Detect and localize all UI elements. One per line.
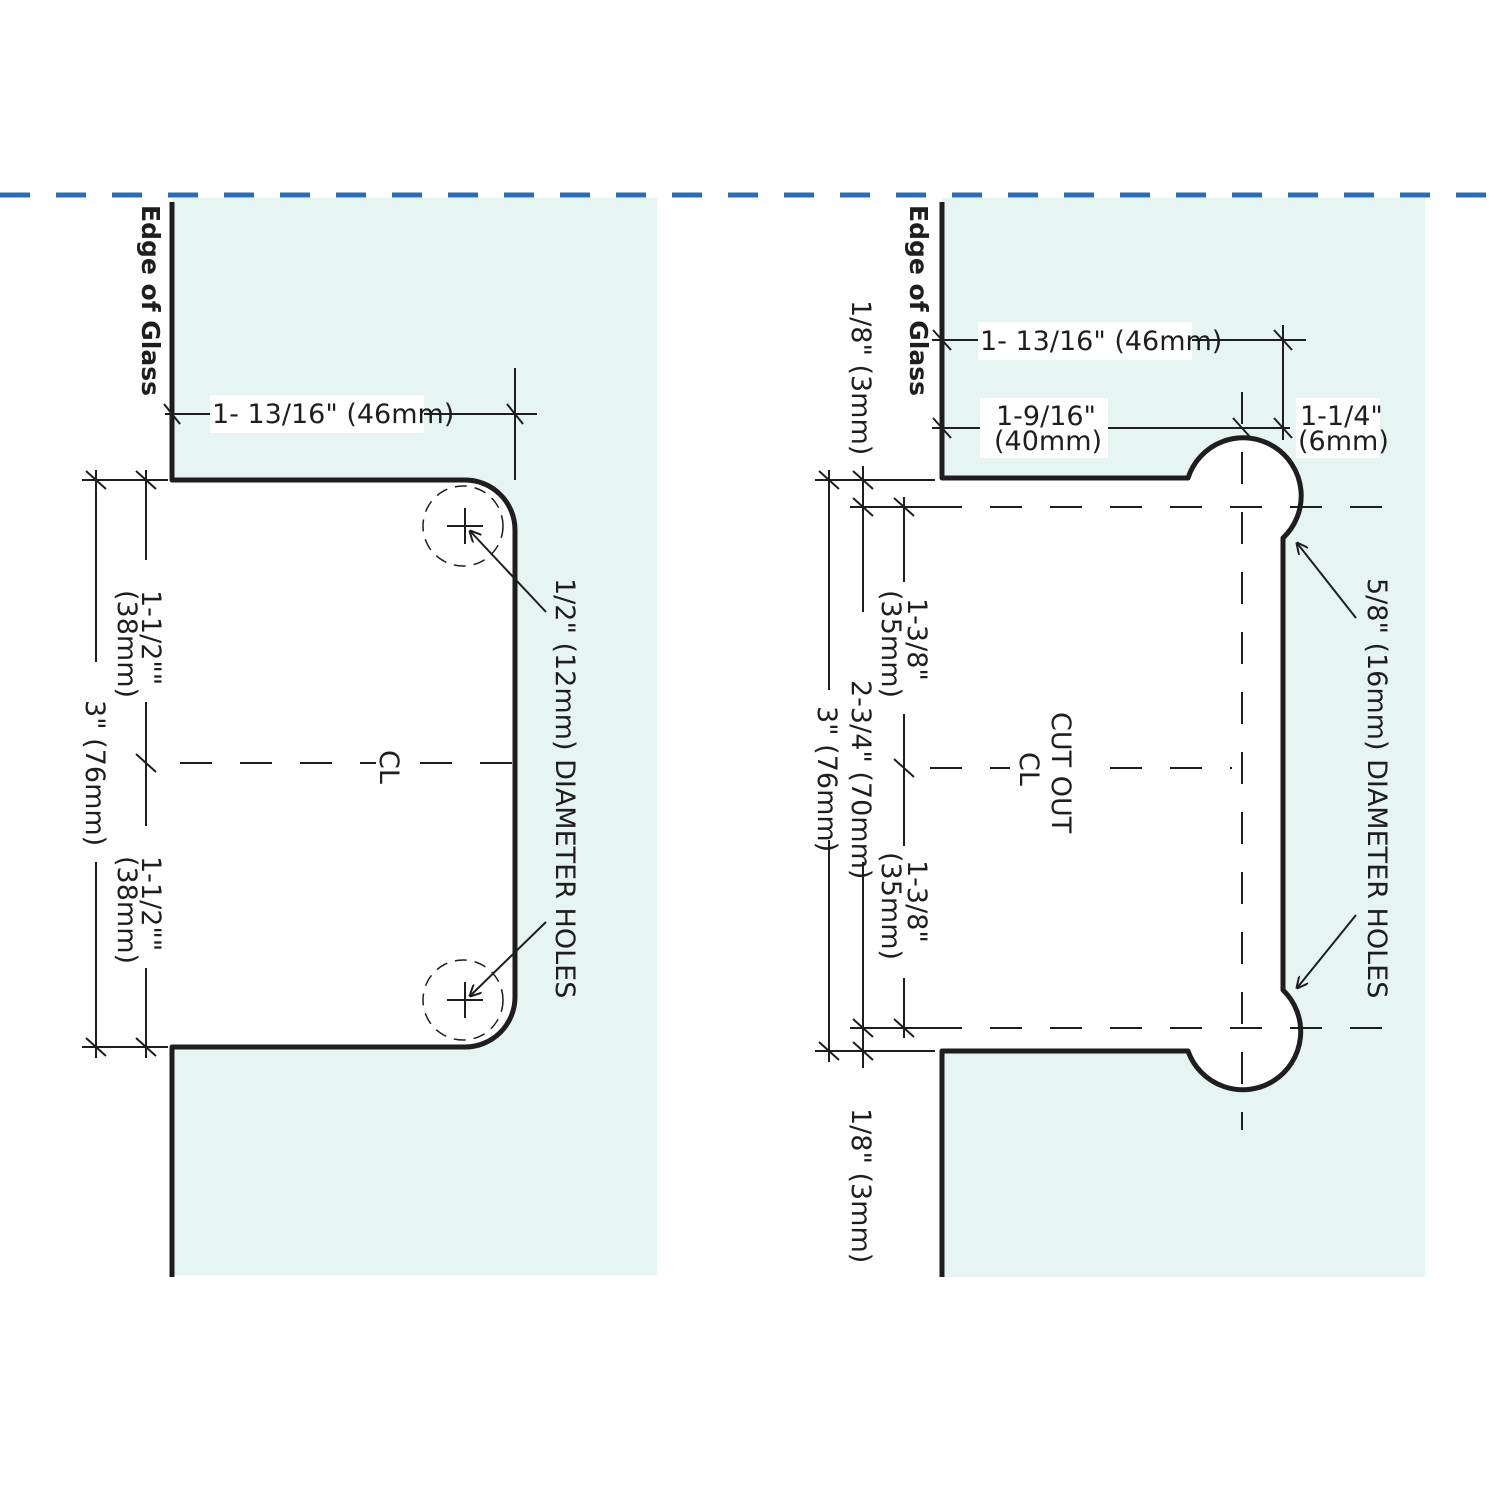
- left-lower-half-dim-imperial: 1-1/2"": [135, 856, 166, 951]
- right-lower-hole-leader: [1297, 914, 1357, 988]
- right-width-tick-right: [1273, 329, 1293, 351]
- right-inner-width-tick-right: [1273, 417, 1293, 439]
- left-half-tick-bottom: [135, 1037, 157, 1057]
- right-inner-total-dim-label: 2-3/4" (70mm): [845, 680, 876, 879]
- left-upper-hole-outline: [422, 485, 504, 567]
- right-lower-half-dim-metric: (35mm): [875, 852, 906, 960]
- right-lower-half-dim-imperial: 1-3/8": [901, 860, 932, 943]
- right-glass-edge-outline: [939, 202, 1304, 1277]
- right-inner-width-tick-left: [932, 417, 952, 439]
- right-half-tick-bottom: [893, 1018, 915, 1038]
- right-total-dim-label: 3" (76mm): [811, 706, 842, 852]
- right-total-tick-bottom: [818, 1041, 840, 1061]
- right-offset-dim-metric: (6mm): [1298, 426, 1389, 457]
- right-upper-half-dim-metric: (35mm): [875, 590, 906, 698]
- left-width-tick-right: [506, 403, 524, 425]
- left-detail: 1- 13/16" (46mm) 3" (76mm) 1-1/2"" (38mm…: [76, 198, 657, 1277]
- left-holes-callout: 1/2" (12mm) DIAMETER HOLES: [549, 578, 580, 998]
- right-edge-of-glass-label: Edge of Glass: [904, 205, 933, 396]
- left-half-tick-top: [135, 470, 157, 490]
- left-upper-half-dim-metric: (38mm): [111, 590, 142, 698]
- left-lower-hole-leader: [470, 921, 547, 996]
- right-detail: CUT OUT CL 1- 13/16" (46mm) 1-9/16" (40m…: [808, 198, 1425, 1277]
- left-centerline-label: CL: [373, 750, 404, 784]
- right-gap-tick-1: [852, 470, 874, 490]
- left-total-tick-bottom: [85, 1037, 107, 1057]
- left-width-dim-label: 1- 13/16" (46mm): [212, 399, 454, 430]
- left-half-tick-mid: [135, 753, 157, 773]
- left-total-dim-label: 3" (76mm): [79, 700, 110, 846]
- right-gap-tick-2: [852, 497, 874, 517]
- left-glass-edge-outline: [169, 202, 518, 1277]
- left-width-tick-left: [163, 403, 181, 425]
- right-half-tick-mid: [893, 758, 915, 778]
- right-glass-panel: [942, 198, 1425, 1277]
- left-upper-half-dim-imperial: 1-1/2"": [135, 590, 166, 685]
- left-lower-hole-outline: [422, 959, 504, 1041]
- right-upper-half-dim-imperial: 1-3/8": [901, 598, 932, 681]
- left-lower-half-dim-metric: (38mm): [111, 856, 142, 964]
- right-half-tick-top: [893, 497, 915, 517]
- right-gap-tick-4: [852, 1041, 874, 1061]
- right-width-dim-label: 1- 13/16" (46mm): [980, 326, 1222, 357]
- right-inner-width-dim-metric: (40mm): [994, 426, 1102, 457]
- left-glass-panel: [172, 198, 657, 1275]
- right-top-gap-dim-label: 1/8" (3mm): [845, 300, 876, 455]
- right-width-tick-left: [932, 329, 952, 351]
- right-gap-tick-3: [852, 1018, 874, 1038]
- right-inner-width-tick-mid: [1232, 417, 1252, 439]
- left-upper-hole-leader: [470, 531, 547, 613]
- right-holes-callout: 5/8" (16mm) DIAMETER HOLES: [1361, 578, 1392, 998]
- right-total-tick-top: [818, 470, 840, 490]
- right-upper-hole-leader: [1297, 543, 1357, 619]
- right-cutout-centerline-label: CL: [1013, 752, 1044, 786]
- right-inner-width-dim-imperial: 1-9/16": [996, 401, 1096, 432]
- right-offset-dim-imperial: 1-1/4": [1300, 401, 1383, 432]
- left-total-tick-top: [85, 470, 107, 490]
- right-cutout-label: CUT OUT: [1045, 712, 1076, 834]
- left-edge-of-glass-label: Edge of Glass: [136, 205, 165, 396]
- right-bottom-gap-dim-label: 1/8" (3mm): [845, 1108, 876, 1263]
